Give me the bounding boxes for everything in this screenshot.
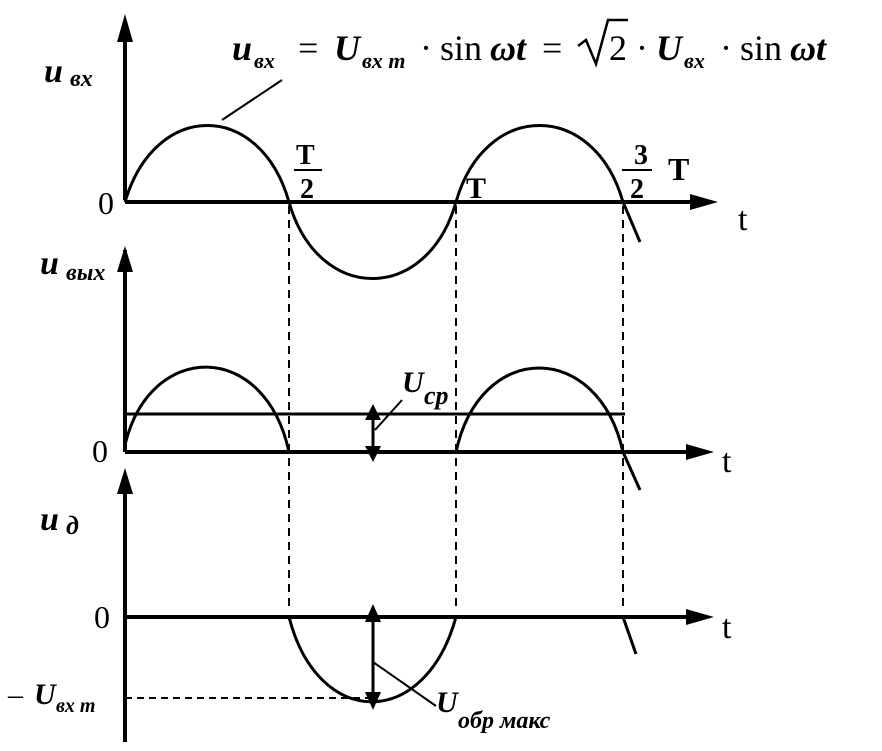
formula-eq2: = (542, 28, 562, 68)
top-y-arrowhead (117, 14, 133, 42)
avg-var: U (402, 366, 425, 399)
middle-t-label: t (722, 443, 732, 480)
bottom-y-sub: д (66, 511, 79, 540)
output-half-wave-1 (123, 365, 291, 453)
formula-rms-sub: вх (684, 48, 705, 73)
top-plot-labels: u вх 0 t T 2 T 3 2 T (44, 53, 748, 238)
bottom-y-var: u (40, 501, 59, 538)
three-half-den: 2 (630, 174, 644, 205)
period-guides (288, 206, 624, 612)
output-half-wave-2 (454, 366, 642, 491)
neg-amp-var: U (34, 678, 57, 711)
top-y-var: u (44, 53, 63, 90)
bottom-zero-label: 0 (94, 599, 110, 635)
formula-dot3: · (720, 28, 732, 68)
diode-voltage-tail (621, 616, 638, 655)
middle-y-arrowhead (117, 246, 133, 272)
formula-leader-line (221, 79, 283, 121)
three-half-T: T (668, 151, 689, 187)
sqrt-radical-icon (577, 18, 628, 68)
top-zero-label: 0 (98, 185, 114, 221)
half-period-den: 2 (300, 174, 314, 205)
rev-var: U (436, 686, 459, 719)
top-t-arrowhead (690, 194, 718, 210)
formula-dot2: · (636, 28, 648, 68)
three-half-num: 3 (634, 140, 648, 171)
time-axes (125, 200, 700, 619)
middle-y-var: u (40, 245, 59, 282)
bottom-plot-labels: u д 0 t – U вх m U обр макс (7, 501, 732, 734)
period-label: T (466, 172, 486, 205)
input-sine-wave (123, 124, 642, 280)
time-axis-arrowheads (686, 194, 718, 625)
formula-amp-var: U (334, 28, 362, 68)
formula-omega-t2: ωt (790, 28, 827, 68)
neg-amp-sub: вх m (56, 695, 96, 717)
reverse-double-arrow (365, 604, 381, 710)
bottom-t-arrowhead (686, 609, 714, 625)
middle-plot-labels: u вых 0 t U ср (40, 245, 732, 480)
half-period-num: T (296, 140, 315, 171)
avg-leader-line (374, 399, 403, 431)
formula: u вх = U вх m · sin ωt = 2 · U вх · sin … (232, 18, 827, 73)
reverse-leader-line (372, 661, 437, 707)
avg-double-arrow (365, 404, 381, 462)
middle-t-arrowhead (686, 444, 714, 460)
formula-sin2: sin (740, 28, 782, 68)
neg-amp-prefix: – (7, 678, 24, 711)
formula-omega-t1: ωt (490, 28, 527, 68)
top-t-label: t (738, 201, 748, 238)
formula-eq1: = (298, 28, 318, 68)
rev-sub: обр макс (458, 708, 551, 734)
bottom-t-label: t (722, 609, 732, 646)
formula-sqrt-arg: 2 (609, 28, 627, 68)
formula-sin1: sin (440, 28, 482, 68)
formula-lhs-sub: вх (254, 48, 275, 73)
formula-lhs-var: u (232, 28, 252, 68)
formula-amp-sub: вх m (362, 48, 405, 73)
vertical-axis-arrowheads (117, 14, 133, 494)
avg-sub: ср (424, 381, 449, 410)
formula-rms-var: U (656, 28, 684, 68)
middle-y-sub: вых (66, 260, 105, 286)
middle-zero-label: 0 (92, 433, 108, 469)
bottom-y-arrowhead (117, 468, 133, 494)
top-y-sub: вх (70, 66, 93, 92)
formula-dot1: · (420, 28, 432, 68)
